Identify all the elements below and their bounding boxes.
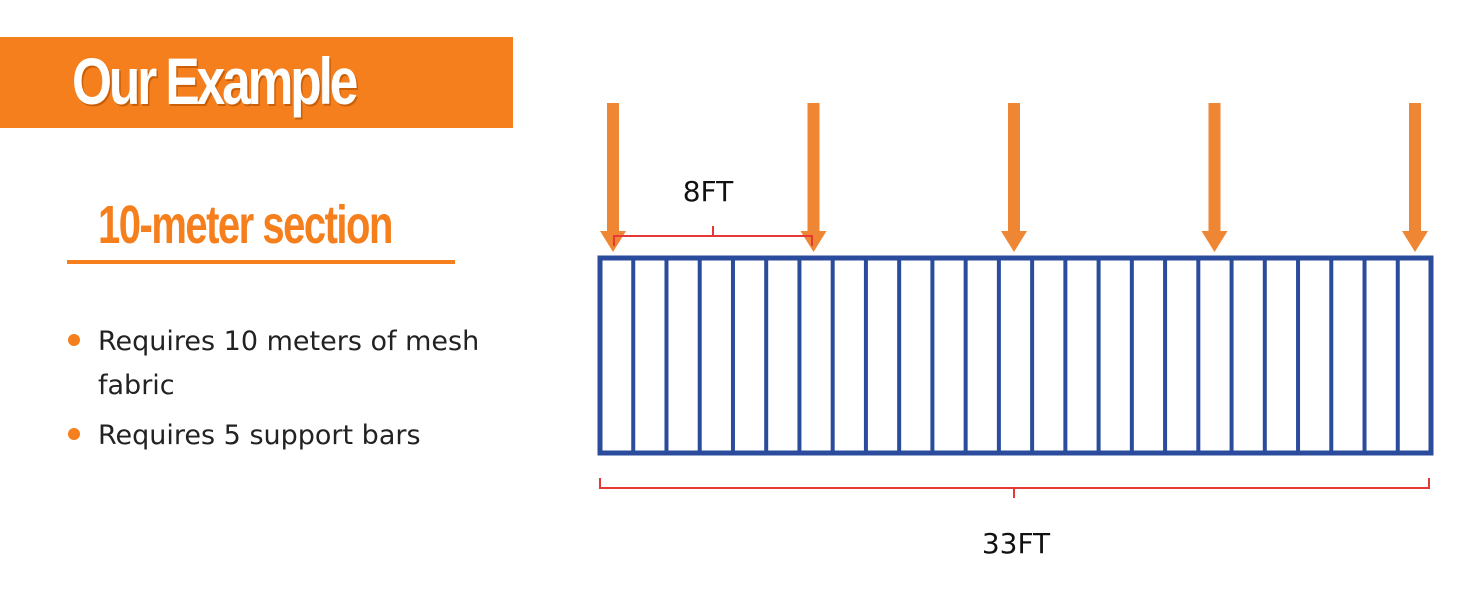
span-label: 8FT: [683, 175, 734, 208]
title-banner: [0, 37, 513, 128]
subtitle-underline: [67, 260, 455, 264]
arrow-head: [1001, 231, 1027, 252]
arrow-shaft: [807, 103, 820, 233]
total-label: 33FT: [982, 527, 1051, 560]
support-bar-arrow: [1402, 103, 1428, 252]
arrow-head: [1201, 231, 1228, 252]
arrow-shaft: [1008, 103, 1020, 233]
arrow-shaft: [1208, 103, 1221, 233]
requirements-list: Requires 10 meters of mesh fabric Requir…: [60, 320, 520, 464]
support-bar-arrow: [1001, 103, 1027, 252]
span-bracket: [613, 235, 813, 246]
support-bar-arrow: [800, 103, 827, 252]
list-item: Requires 10 meters of mesh fabric: [60, 320, 520, 408]
total-bracket: [599, 478, 1430, 489]
span-dimension: 8FT: [613, 175, 813, 246]
list-item: Requires 5 support bars: [60, 414, 520, 458]
total-dimension: 33FT: [599, 478, 1430, 560]
mesh-outline: [597, 255, 1434, 456]
page-title: Our Example: [72, 44, 358, 118]
bullet-dot-icon: [68, 428, 80, 440]
list-item-text: Requires 10 meters of mesh fabric: [98, 326, 480, 401]
section-subtitle: 10-meter section: [98, 195, 393, 255]
support-bar-arrow: [600, 103, 626, 252]
arrow-shaft: [1409, 103, 1421, 233]
bullet-dot-icon: [68, 334, 80, 346]
arrow-head: [1402, 231, 1428, 252]
list-item-text: Requires 5 support bars: [98, 420, 421, 451]
support-bar-arrow: [1201, 103, 1228, 252]
arrow-shaft: [607, 103, 619, 233]
arrow-head: [800, 231, 827, 252]
mesh-frame: [597, 255, 1434, 456]
